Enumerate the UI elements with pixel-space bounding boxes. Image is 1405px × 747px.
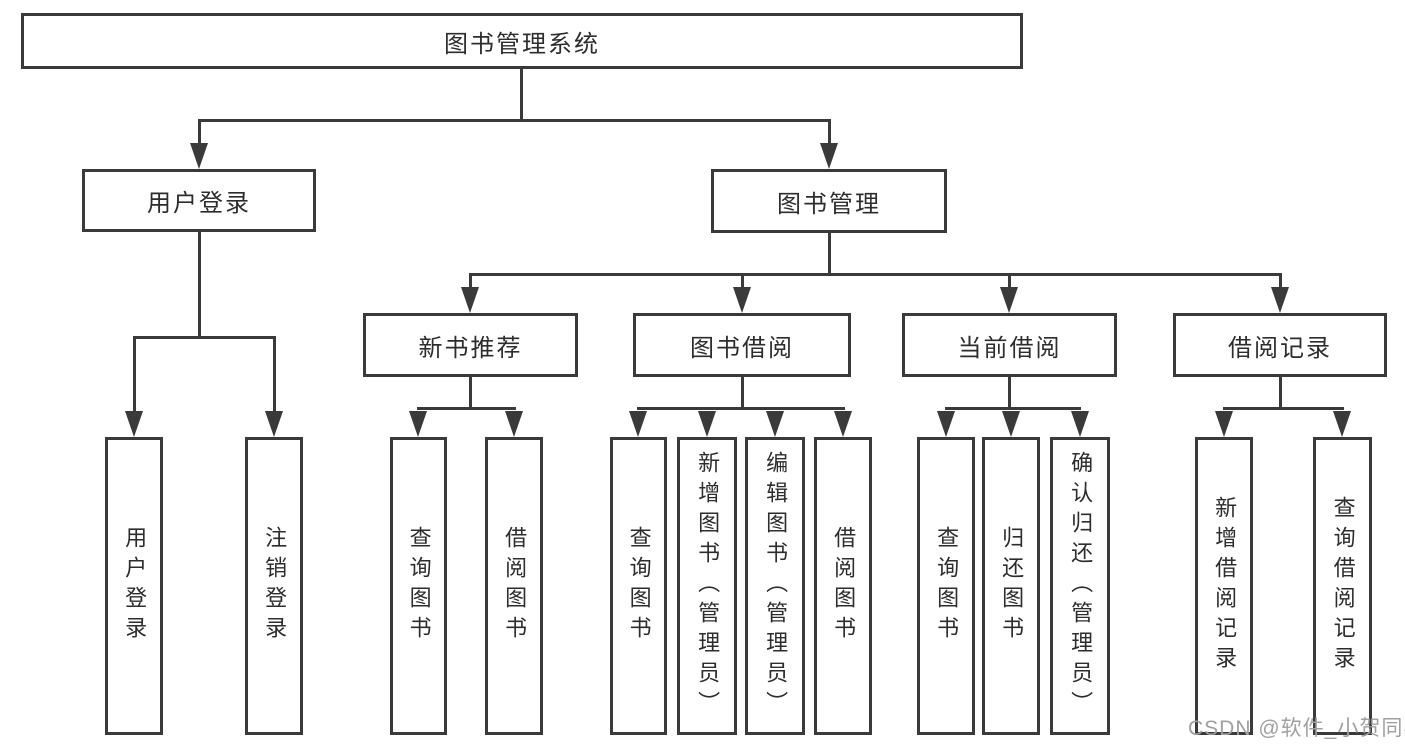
connector-vline bbox=[520, 69, 523, 119]
node-label: 归还图书 bbox=[999, 526, 1025, 646]
connector-vline bbox=[133, 338, 136, 412]
node-label: 新增借阅记录 bbox=[1212, 496, 1238, 676]
connector-vline bbox=[273, 338, 276, 412]
node-new-book-recommend: 新书推荐 bbox=[363, 313, 578, 377]
leaf-query-books-current: 查询图书 bbox=[917, 437, 975, 735]
connector-arrowhead bbox=[937, 411, 955, 437]
leaf-return-books: 归还图书 bbox=[982, 437, 1040, 735]
connector-arrowhead bbox=[698, 411, 716, 437]
connector-arrowhead bbox=[125, 411, 143, 437]
connector-hline bbox=[1223, 407, 1344, 410]
node-label: 查询图书 bbox=[406, 526, 432, 646]
leaf-query-books-recommend: 查询图书 bbox=[390, 437, 447, 735]
node-book-management: 图书管理 bbox=[711, 169, 947, 233]
connector-arrowhead bbox=[1000, 287, 1018, 313]
leaf-add-books-admin: 新增图书（管理员） bbox=[677, 437, 737, 735]
node-book-borrowing: 图书借阅 bbox=[633, 313, 851, 377]
connector-arrowhead bbox=[1215, 411, 1233, 437]
connector-arrowhead bbox=[766, 411, 784, 437]
connector-vline bbox=[198, 121, 201, 145]
connector-vline bbox=[1279, 377, 1282, 407]
connector-vline bbox=[469, 377, 472, 407]
connector-hline bbox=[198, 119, 831, 122]
connector-vline bbox=[741, 275, 744, 288]
node-borrowing-records: 借阅记录 bbox=[1173, 313, 1387, 377]
connector-vline bbox=[828, 121, 831, 145]
node-label: 用户登录 bbox=[147, 190, 251, 217]
node-label: 注销登录 bbox=[262, 526, 288, 646]
connector-hline bbox=[469, 273, 1282, 276]
node-label: 图书管理系统 bbox=[444, 30, 600, 58]
connector-vline bbox=[1279, 275, 1282, 288]
connector-arrowhead bbox=[629, 411, 647, 437]
connector-arrowhead bbox=[461, 287, 479, 313]
connector-vline bbox=[469, 275, 472, 288]
connector-arrowhead bbox=[409, 411, 427, 437]
leaf-query-borrow-record: 查询借阅记录 bbox=[1313, 437, 1372, 735]
connector-vline bbox=[1008, 377, 1011, 407]
connector-arrowhead bbox=[1271, 287, 1289, 313]
node-library-management-system: 图书管理系统 bbox=[21, 13, 1023, 69]
node-label: 查询借阅记录 bbox=[1330, 496, 1356, 676]
leaf-logout-login: 注销登录 bbox=[245, 437, 303, 735]
connector-arrowhead bbox=[1333, 411, 1351, 437]
node-label: 当前借阅 bbox=[957, 334, 1062, 362]
connector-arrowhead bbox=[1002, 411, 1020, 437]
connector-vline bbox=[198, 232, 201, 336]
connector-vline bbox=[741, 377, 744, 407]
leaf-edit-books-admin: 编辑图书（管理员） bbox=[745, 437, 805, 735]
leaf-user-login: 用户登录 bbox=[105, 437, 163, 735]
node-label: 编辑图书（管理员） bbox=[763, 451, 789, 721]
connector-arrowhead bbox=[1071, 411, 1089, 437]
connector-arrowhead bbox=[733, 287, 751, 313]
leaf-query-books-borrowing: 查询图书 bbox=[610, 437, 667, 735]
leaf-borrow-books-recommend: 借阅图书 bbox=[485, 437, 543, 735]
connector-vline bbox=[828, 233, 831, 273]
node-current-borrowing: 当前借阅 bbox=[902, 313, 1117, 377]
connector-hline bbox=[417, 407, 516, 410]
connector-arrowhead bbox=[834, 411, 852, 437]
connector-vline bbox=[1008, 275, 1011, 288]
connector-arrowhead bbox=[190, 143, 208, 169]
leaf-add-borrow-record: 新增借阅记录 bbox=[1195, 437, 1253, 735]
node-label: 图书借阅 bbox=[690, 334, 794, 362]
node-label: 借阅图书 bbox=[831, 526, 857, 646]
node-label: 用户登录 bbox=[122, 526, 148, 646]
node-label: 借阅记录 bbox=[1228, 334, 1332, 362]
connector-hline bbox=[945, 407, 1081, 410]
connector-hline bbox=[637, 407, 845, 410]
node-label: 新增图书（管理员） bbox=[695, 451, 721, 721]
leaf-borrow-books: 借阅图书 bbox=[814, 437, 872, 735]
connector-arrowhead bbox=[820, 143, 838, 169]
node-label: 查询图书 bbox=[626, 526, 652, 646]
leaf-confirm-return-admin: 确认归还（管理员） bbox=[1050, 437, 1110, 735]
node-label: 确认归还（管理员） bbox=[1068, 451, 1094, 721]
connector-hline bbox=[133, 336, 276, 339]
connector-arrowhead bbox=[265, 411, 283, 437]
csdn-watermark: CSDN @软件_小贺同学 bbox=[1188, 717, 1405, 740]
node-label: 查询图书 bbox=[934, 526, 960, 646]
node-label: 图书管理 bbox=[777, 190, 881, 218]
node-user-login: 用户登录 bbox=[82, 169, 316, 232]
connector-arrowhead bbox=[505, 411, 523, 437]
node-label: 新书推荐 bbox=[418, 334, 523, 362]
node-label: 借阅图书 bbox=[502, 526, 528, 646]
